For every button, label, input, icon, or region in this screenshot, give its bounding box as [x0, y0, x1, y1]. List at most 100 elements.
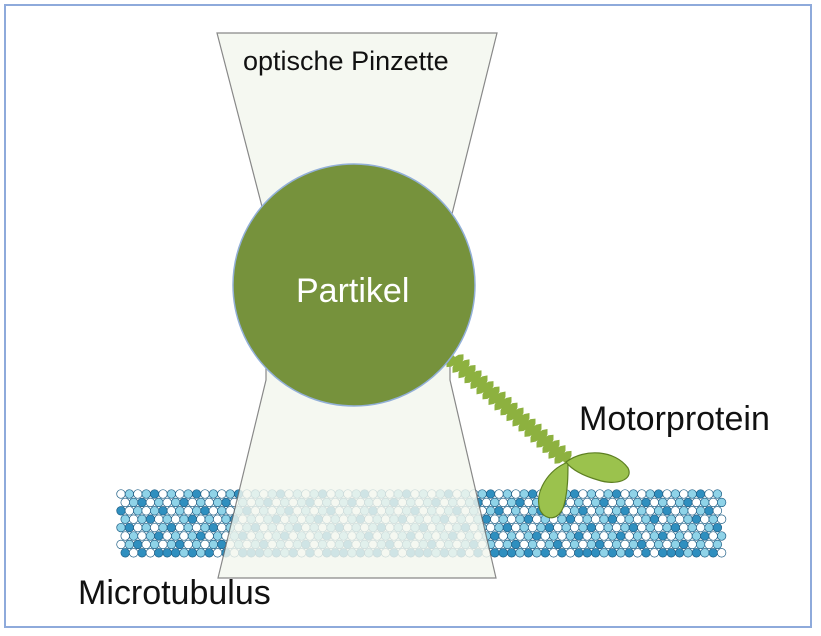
tubulin-subunit — [578, 506, 588, 516]
tubulin-subunit — [695, 539, 706, 550]
tubulin-subunit — [116, 539, 126, 550]
tubulin-subunit — [149, 506, 160, 516]
optical-tweezer-label: optische Pinzette — [243, 46, 449, 76]
tubulin-subunit — [170, 531, 181, 541]
tubulin-subunit — [498, 548, 508, 558]
tubulin-subunit — [166, 489, 177, 499]
tubulin-subunit — [506, 531, 517, 541]
motor-protein-head-right — [565, 452, 630, 483]
tubulin-subunit — [574, 548, 584, 558]
tubulin-subunit — [582, 548, 592, 558]
tubulin-subunit — [204, 497, 214, 508]
tubulin-subunit — [506, 548, 517, 558]
tubulin-subunit — [183, 539, 193, 550]
tubulin-subunit — [586, 522, 597, 533]
tubulin-subunit — [532, 548, 542, 558]
tubulin-subunit — [149, 522, 160, 533]
tubulin-subunit — [519, 489, 529, 499]
tubulin-subunit — [595, 489, 605, 499]
tubulin-subunit — [175, 539, 185, 550]
tubulin-subunit — [141, 539, 151, 550]
tubulin-subunit — [565, 497, 576, 508]
tubulin-subunit — [645, 489, 655, 499]
tubulin-subunit — [683, 548, 693, 558]
tubulin-subunit — [658, 514, 668, 524]
tubulin-subunit — [666, 514, 676, 524]
tubulin-subunit — [527, 522, 538, 533]
tubulin-subunit — [695, 489, 706, 499]
tubulin-subunit — [607, 497, 618, 508]
tubulin-subunit — [494, 506, 504, 516]
tubulin-subunit — [582, 531, 592, 541]
tubulin-subunit — [679, 506, 689, 516]
tubulin-subunit — [120, 497, 130, 508]
tubulin-subunit — [154, 548, 164, 558]
tubulin-subunit — [595, 522, 605, 533]
tubulin-subunit — [641, 548, 651, 558]
tubulin-subunit — [628, 539, 639, 550]
tubulin-subunit — [548, 531, 559, 541]
tubulin-subunit — [658, 531, 668, 541]
tubulin-subunit — [691, 514, 702, 524]
tubulin-subunit — [137, 548, 147, 558]
tubulin-subunit — [586, 506, 597, 516]
tubulin-subunit — [578, 489, 588, 499]
tubulin-subunit — [145, 548, 156, 558]
tubulin-subunit — [616, 514, 626, 524]
tubulin-subunit — [162, 514, 172, 524]
tubulin-subunit — [687, 506, 697, 516]
tubulin-subunit — [641, 531, 651, 541]
tubulin-subunit — [208, 539, 219, 550]
tubulin-subunit — [691, 548, 702, 558]
tubulin-subunit — [191, 539, 202, 550]
tubulin-subunit — [653, 489, 664, 499]
tubulin-subunit — [679, 489, 689, 499]
tubulin-subunit — [628, 489, 639, 499]
tubulin-subunit — [607, 531, 618, 541]
tubulin-subunit — [569, 539, 580, 550]
tubulin-subunit — [540, 531, 550, 541]
tubulin-subunit — [200, 522, 210, 533]
tubulin-subunit — [191, 506, 202, 516]
tubulin-subunit — [649, 531, 660, 541]
tubulin-subunit — [133, 522, 143, 533]
tubulin-subunit — [502, 489, 513, 499]
tubulin-subunit — [502, 539, 513, 550]
tubulin-subunit — [599, 548, 609, 558]
tubulin-subunit — [662, 506, 672, 516]
tubulin-subunit — [519, 506, 529, 516]
tubulin-subunit — [590, 497, 601, 508]
tubulin-subunit — [137, 514, 147, 524]
tubulin-subunit — [716, 531, 727, 541]
tubulin-subunit — [611, 506, 622, 516]
tubulin-subunit — [708, 514, 718, 524]
tubulin-subunit — [116, 489, 126, 499]
tubulin-subunit — [208, 489, 219, 499]
tubulin-subunit — [124, 506, 135, 516]
tubulin-subunit — [527, 506, 538, 516]
tubulin-subunit — [515, 531, 525, 541]
tubulin-subunit — [481, 497, 492, 508]
tubulin-subunit — [632, 531, 643, 541]
tubulin-subunit — [124, 489, 135, 499]
tubulin-subunit — [662, 489, 672, 499]
tubulin-subunit — [187, 497, 198, 508]
tubulin-subunit — [645, 522, 655, 533]
tubulin-subunit — [590, 548, 601, 558]
tubulin-subunit — [540, 548, 550, 558]
tubulin-subunit — [616, 497, 626, 508]
tubulin-subunit — [616, 548, 626, 558]
tubulin-subunit — [649, 514, 660, 524]
tubulin-subunit — [175, 506, 185, 516]
tubulin-subunit — [191, 522, 202, 533]
tubulin-subunit — [128, 531, 139, 541]
tubulin-subunit — [704, 489, 714, 499]
tubulin-subunit — [196, 514, 206, 524]
tubulin-subunit — [511, 506, 521, 516]
tubulin-subunit — [200, 539, 210, 550]
tubulin-subunit — [708, 548, 718, 558]
tubulin-subunit — [532, 514, 542, 524]
tubulin-subunit — [519, 522, 529, 533]
tubulin-subunit — [158, 489, 168, 499]
tubulin-subunit — [674, 514, 685, 524]
